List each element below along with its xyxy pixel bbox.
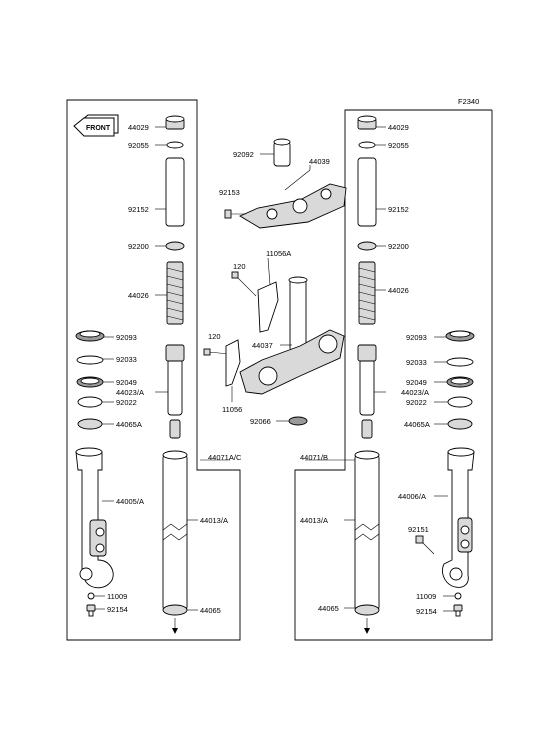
left-fork-slider <box>75 447 114 589</box>
diagram-code: F2340 <box>458 97 479 106</box>
label-44029-left: 44029 <box>128 123 149 132</box>
label-11056: 11056 <box>222 405 242 414</box>
upper-bracket <box>239 165 347 229</box>
label-92152-left: 92152 <box>128 205 149 214</box>
label-92200-left: 92200 <box>128 242 149 251</box>
left-washer <box>165 241 185 251</box>
label-92093-right: 92093 <box>406 333 427 342</box>
label-44026-left: 44026 <box>128 291 149 300</box>
right-inner-tube <box>344 450 380 611</box>
label-44026-right: 44026 <box>388 286 409 295</box>
label-92022-left: 92022 <box>116 398 137 407</box>
label-92092: 92092 <box>233 150 254 159</box>
label-92049-right: 92049 <box>406 378 427 387</box>
right-o-ring <box>358 141 376 149</box>
right-spacer-tube <box>357 157 377 227</box>
left-spacer-tube <box>165 157 185 227</box>
collar <box>273 141 291 167</box>
label-11056a: 11056A <box>266 249 291 258</box>
front-badge-text: FRONT <box>86 125 111 132</box>
left-fork-parts <box>75 115 230 634</box>
right-circlip <box>446 357 474 367</box>
label-92093-left: 92093 <box>116 333 137 342</box>
label-44005a-left: 44005/A <box>116 497 144 506</box>
right-washer <box>357 241 377 251</box>
left-slide-bushing <box>77 418 103 430</box>
right-cap-bolt <box>357 115 386 130</box>
label-44029-right: 44029 <box>388 123 409 132</box>
label-44013a-right: 44013/A <box>300 516 328 525</box>
label-120-lower: 120 <box>208 332 221 341</box>
left-spring <box>155 261 184 325</box>
label-92154-right: 92154 <box>416 607 437 616</box>
upper-hose-bracket <box>257 257 279 333</box>
right-slide-bushing <box>447 418 473 430</box>
steering-stem-lower-bracket <box>239 276 345 395</box>
lower-hose-bracket <box>225 339 241 402</box>
left-cylinder-unit <box>155 344 185 439</box>
label-44071b: 44071/B <box>300 453 328 462</box>
right-drain-bolt <box>443 604 463 617</box>
label-44065-left: 44065 <box>200 606 221 615</box>
stem-seal <box>288 416 308 426</box>
right-seal-washer <box>447 396 473 408</box>
label-92154-left: 92154 <box>107 605 128 614</box>
label-92049-left: 92049 <box>116 378 137 387</box>
label-92066: 92066 <box>250 417 271 426</box>
label-120-upper: 120 <box>233 262 246 271</box>
right-fork-frame <box>294 109 493 641</box>
front-arrow-icon: FRONT <box>73 114 119 137</box>
label-44065a-left: 44065A <box>116 420 142 429</box>
label-44071ac: 44071A/C <box>208 453 242 462</box>
left-drain-bolt <box>86 604 105 617</box>
label-92022-right: 92022 <box>406 398 427 407</box>
label-92055-right: 92055 <box>388 141 409 150</box>
part-number-labels: 44029 92055 92152 92200 44026 92093 9203… <box>107 123 437 616</box>
bracket-bolt-upper <box>231 271 257 297</box>
label-44065a-right: 44065A <box>404 420 430 429</box>
right-guide-bushing <box>354 604 380 616</box>
right-spring <box>358 261 386 325</box>
left-fork-frame <box>66 99 241 641</box>
left-o-ring <box>166 141 184 149</box>
right-fork-slider <box>434 447 475 588</box>
label-44006a-right: 44006/A <box>398 492 426 501</box>
left-cap-bolt <box>155 115 185 130</box>
left-gasket <box>87 592 95 600</box>
label-44065-right: 44065 <box>318 604 339 613</box>
right-down-arrow-icon <box>364 628 370 634</box>
label-44023a-right: 44023/A <box>401 388 429 397</box>
left-seal-washer <box>77 396 103 408</box>
label-92033-left: 92033 <box>116 355 137 364</box>
right-cylinder-unit <box>357 344 386 439</box>
right-caliper-bolt <box>415 535 435 555</box>
label-92033-right: 92033 <box>406 358 427 367</box>
label-44039: 44039 <box>309 157 330 166</box>
label-11009-left: 11009 <box>107 592 127 601</box>
left-down-arrow-icon <box>172 628 178 634</box>
label-92055-left: 92055 <box>128 141 149 150</box>
label-44037: 44037 <box>252 341 273 350</box>
left-inner-tube <box>162 450 198 611</box>
label-92153: 92153 <box>219 188 240 197</box>
label-92151-right: 92151 <box>408 525 429 534</box>
right-gasket <box>454 592 462 600</box>
left-circlip <box>76 355 104 365</box>
label-44013a-left: 44013/A <box>200 516 228 525</box>
label-92152-right: 92152 <box>388 205 409 214</box>
label-44023a-left: 44023/A <box>116 388 144 397</box>
left-guide-bushing <box>162 604 188 616</box>
label-92200-right: 92200 <box>388 242 409 251</box>
steering-parts <box>203 138 347 426</box>
right-fork-parts <box>305 115 475 634</box>
label-11009-right: 11009 <box>416 592 436 601</box>
